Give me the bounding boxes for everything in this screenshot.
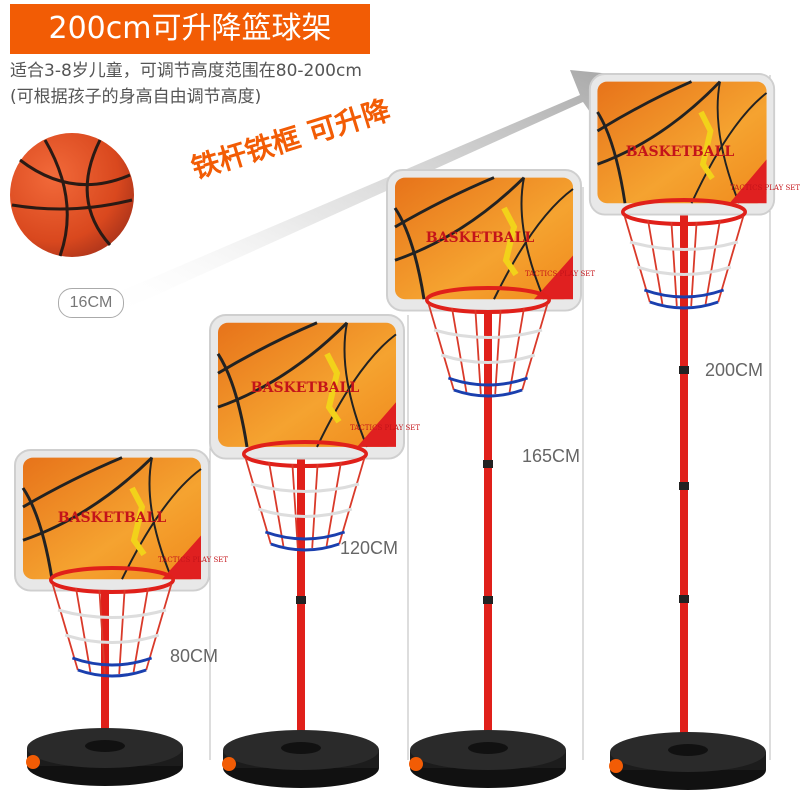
board-text-2: BASKETBALL (251, 380, 360, 396)
board-text-1: BASKETBALL (58, 510, 167, 526)
description-line-2: (可根据孩子的身高自由调节高度) (10, 87, 262, 107)
board-small-2: TACTICS PLAY SET (350, 424, 420, 432)
stand-80cm (15, 450, 209, 786)
description-line-1: 适合3-8岁儿童，可调节高度范围在80-200cm (10, 61, 362, 81)
product-description: 适合3-8岁儿童，可调节高度范围在80-200cm (可根据孩子的身高自由调节高… (10, 58, 362, 110)
basketball (10, 133, 134, 257)
title-banner: 200cm可升降篮球架 (10, 4, 370, 54)
board-small-1: TACTICS PLAY SET (158, 556, 228, 564)
stand-120cm (210, 315, 404, 788)
board-text-3: BASKETBALL (426, 230, 535, 246)
height-label-165: 165CM (522, 446, 581, 466)
board-text-4: BASKETBALL (626, 144, 735, 160)
board-small-4: TACTICS PLAY SET (730, 184, 800, 192)
height-label-200: 200CM (705, 360, 764, 380)
growth-arrow (100, 70, 612, 315)
height-label-80: 80CM (170, 646, 219, 666)
stand-165cm (387, 170, 581, 788)
board-small-3: TACTICS PLAY SET (525, 270, 595, 278)
height-label-120: 120CM (340, 538, 399, 558)
ball-size-label: 16CM (58, 288, 124, 318)
stand-200cm (590, 74, 774, 790)
